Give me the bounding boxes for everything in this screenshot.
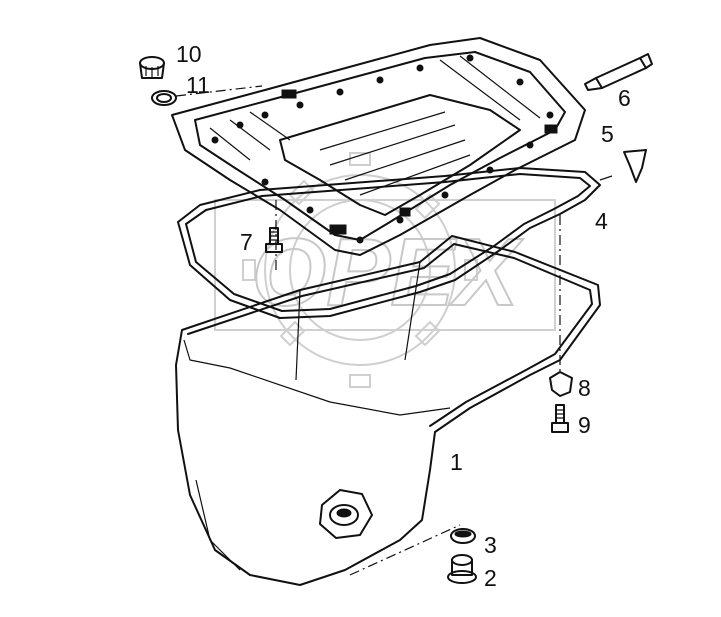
nut-8 [549,371,573,397]
gasket [177,167,601,319]
frame-detail-dots [211,54,558,244]
drain-plug-2 [447,554,477,584]
sealant-tube-6 [584,53,653,91]
callout-labels: 1 2 3 4 5 6 7 8 9 10 11 [176,41,631,591]
callout-9: 9 [578,412,591,438]
callout-2: 2 [484,565,497,591]
opex-watermark: OPEX [214,152,556,388]
bolt-9 [551,404,569,433]
screw-7 [265,227,283,253]
callout-11: 11 [186,72,210,98]
callout-1: 1 [450,449,463,475]
drain-boss [319,489,373,539]
washer-3 [450,528,476,544]
plug-10 [139,56,165,79]
callout-10: 10 [176,41,202,67]
callout-4: 4 [595,208,608,234]
callout-3: 3 [484,532,497,558]
leader-lines [175,85,613,576]
ladder-frame [171,37,586,256]
callout-5: 5 [601,121,614,147]
callout-6: 6 [618,85,631,111]
callout-8: 8 [578,375,591,401]
oil-pan [175,235,601,586]
seal-ring-11 [151,90,177,106]
callout-7: 7 [240,229,253,255]
watermark-text: OPEX [252,219,524,326]
clip-5 [623,149,647,183]
